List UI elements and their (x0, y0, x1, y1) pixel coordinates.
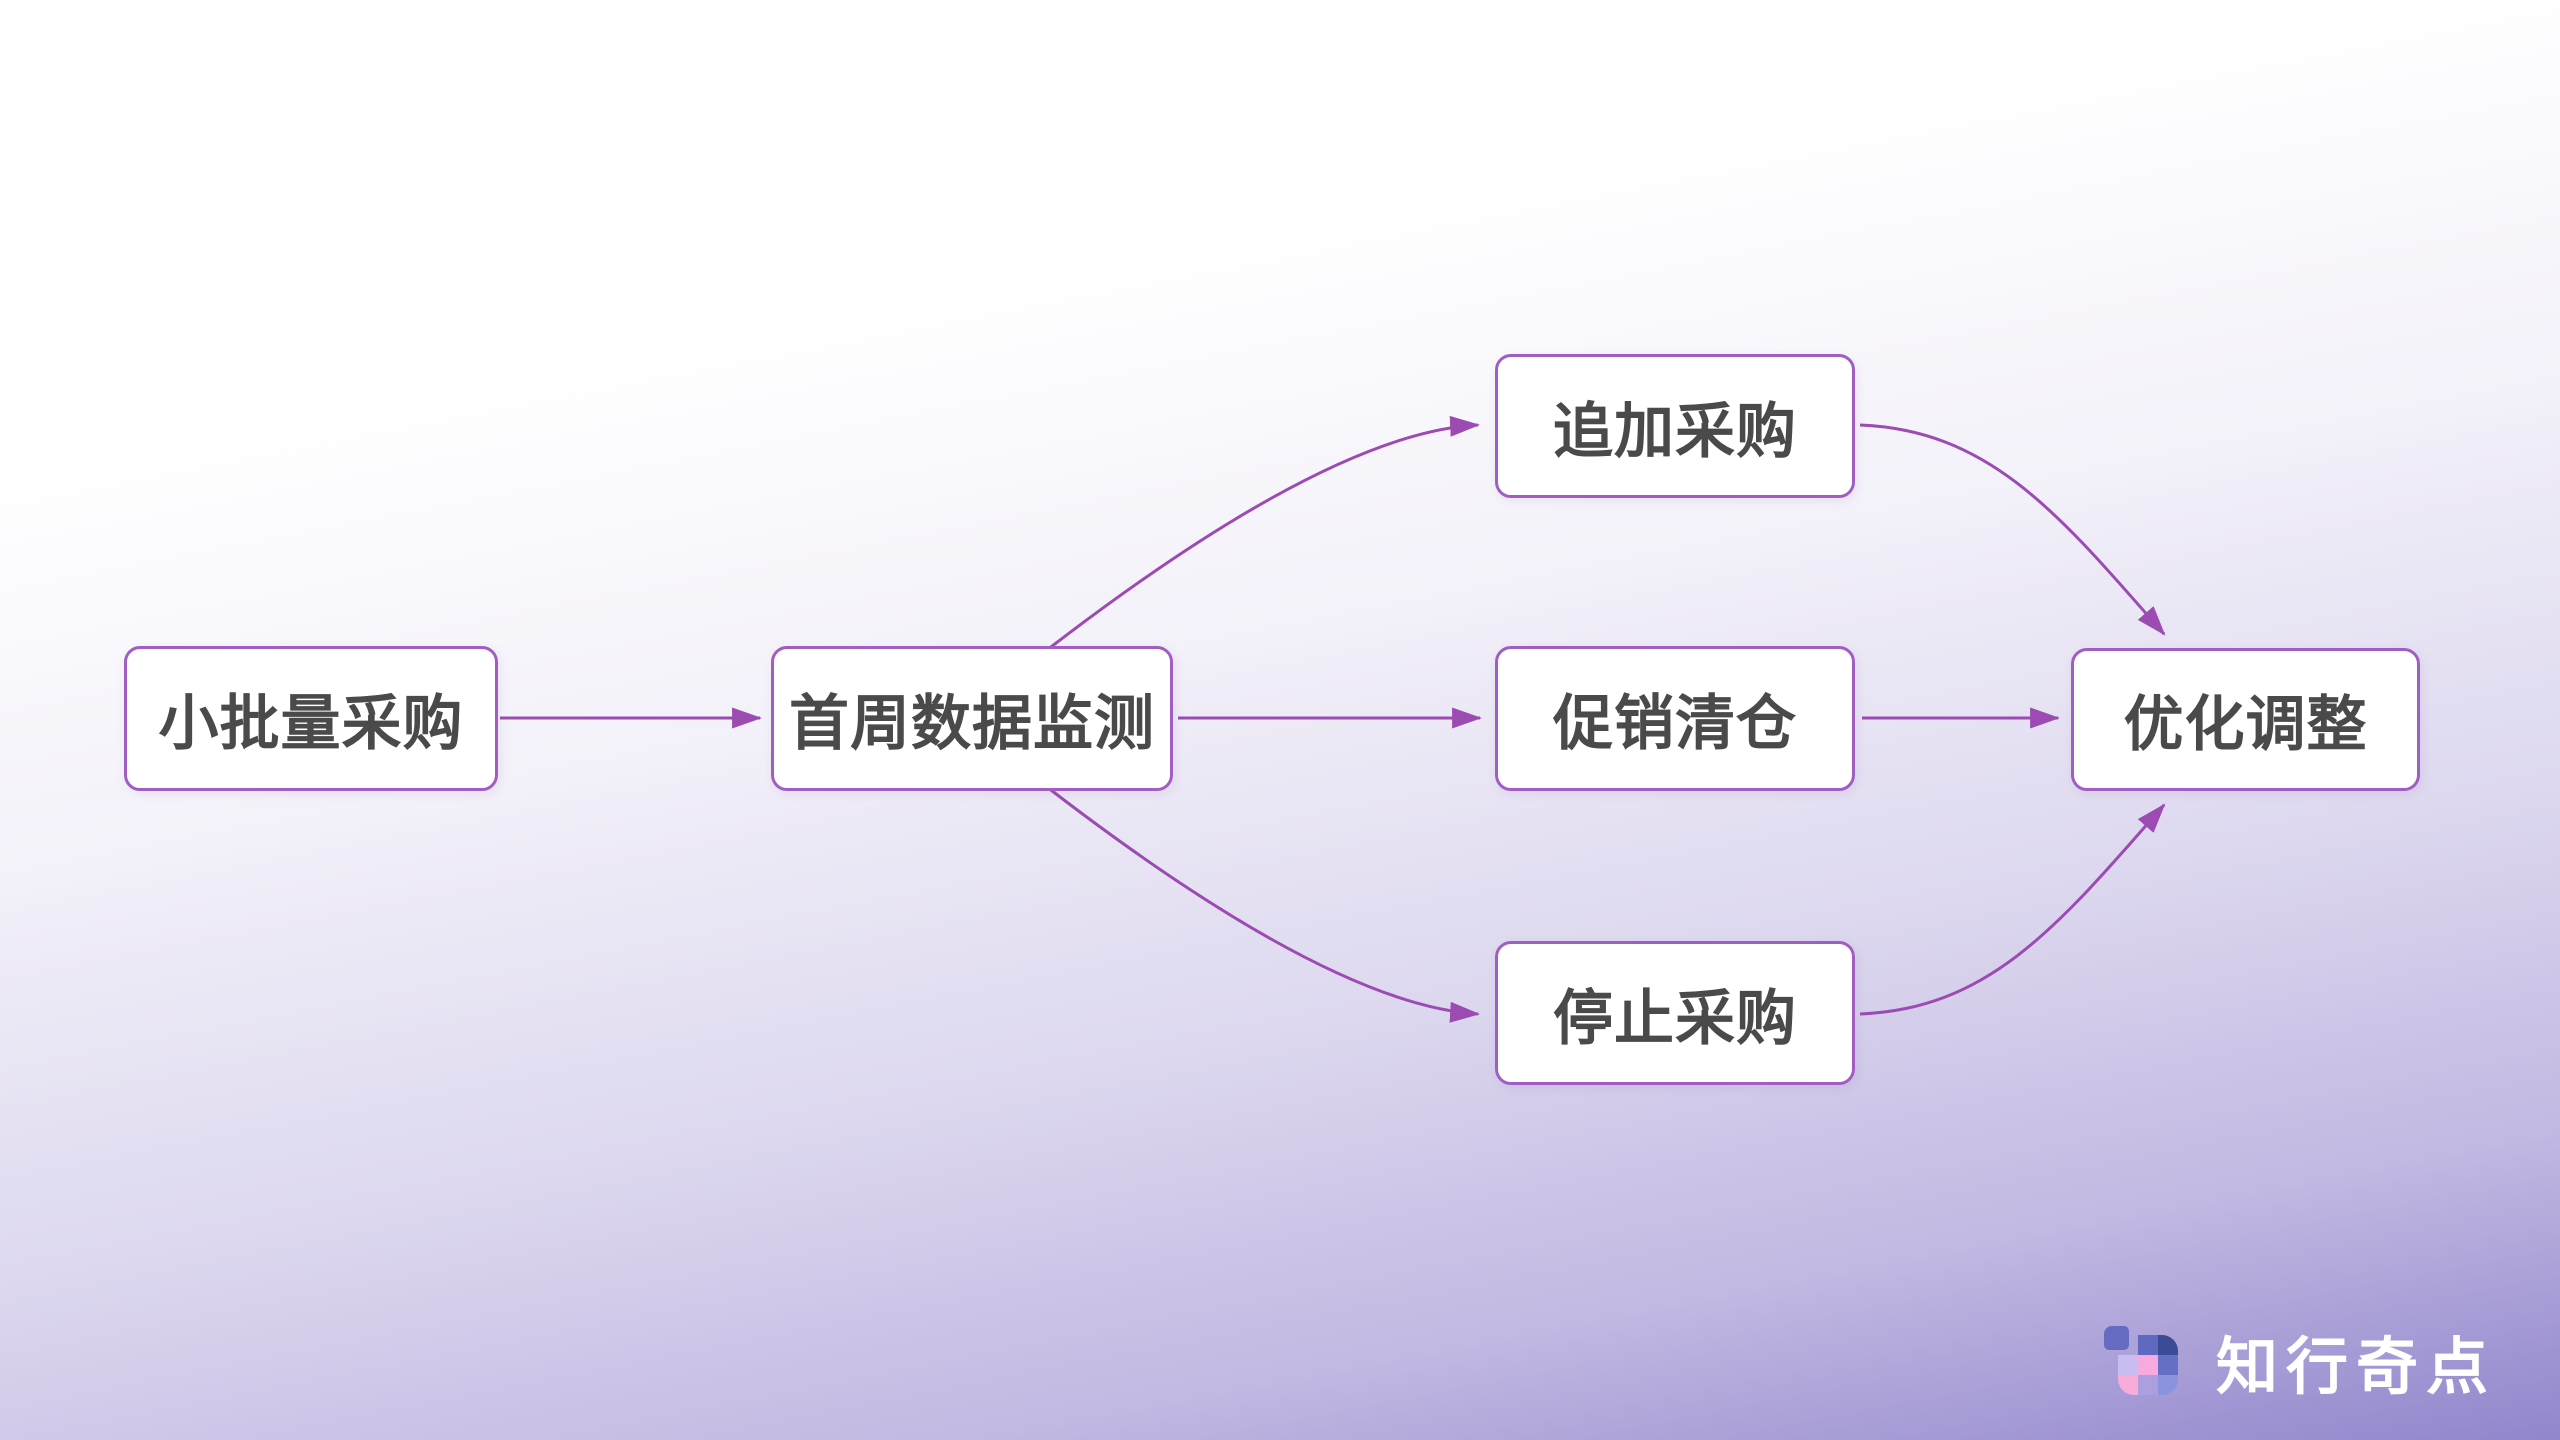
brand-logo-text: 知行奇点 (2216, 1333, 2497, 1402)
brand-grid-icon (2104, 1325, 2180, 1397)
edge-additional-to-optimize (1859, 423, 2166, 636)
node-label: 停止采购 (1553, 984, 1797, 1052)
node-label: 促销清仓 (1553, 690, 1797, 757)
edge-stop-to-optimize (1859, 803, 2166, 1016)
node-first-week-monitoring[interactable]: 首周数据监测 (771, 646, 1173, 791)
logo-icon-grid (2118, 1335, 2178, 1395)
node-small-batch-purchase[interactable]: 小批量采购 (124, 646, 498, 791)
edge-first-week-to-additional (1046, 415, 1481, 652)
node-label: 追加采购 (1553, 397, 1797, 465)
logo-icon-detached-square (2104, 1326, 2129, 1350)
node-promo-clearance[interactable]: 促销清仓 (1495, 646, 1855, 791)
brand-logo: 知行奇点 (2104, 1316, 2496, 1406)
node-label: 优化调整 (2123, 691, 2368, 758)
node-additional-purchase[interactable]: 追加采购 (1495, 354, 1855, 498)
node-stop-purchase[interactable]: 停止采购 (1495, 941, 1855, 1085)
edge-first-week-to-stop (1046, 785, 1481, 1023)
node-label: 小批量采购 (158, 690, 464, 757)
node-label: 首周数据监测 (789, 690, 1155, 757)
node-optimize-adjust[interactable]: 优化调整 (2071, 648, 2420, 791)
